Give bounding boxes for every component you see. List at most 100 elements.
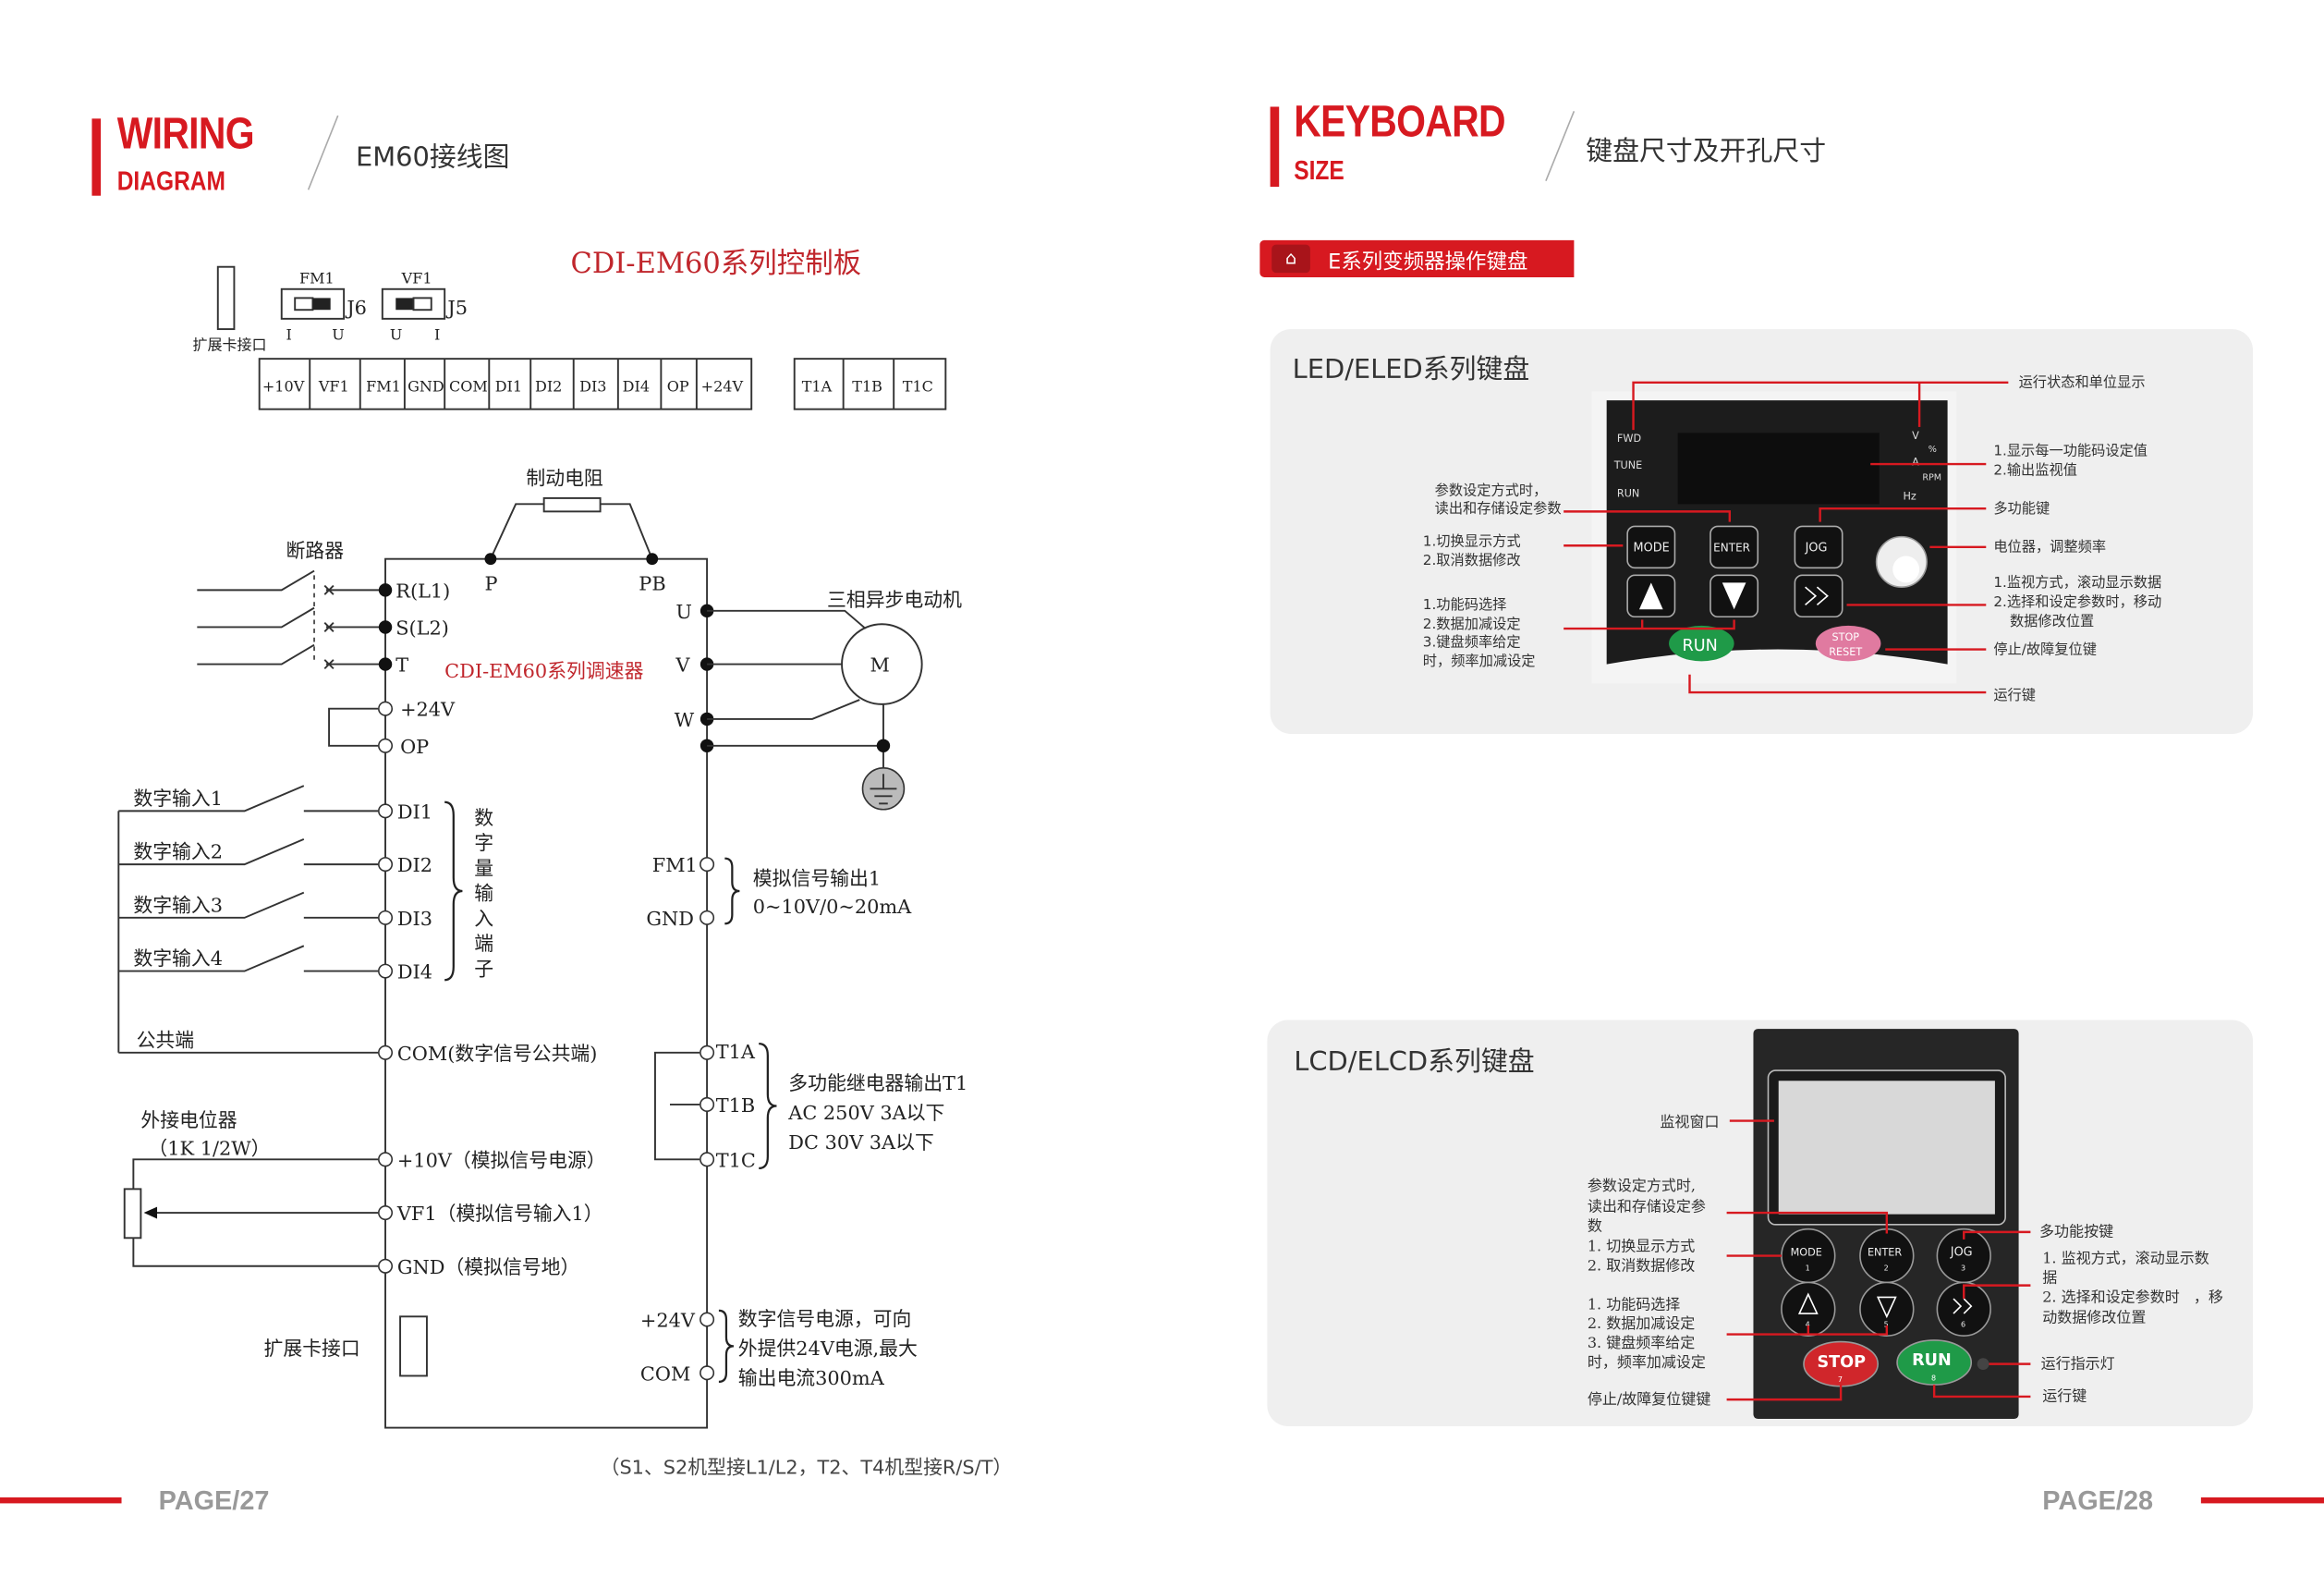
stop-key[interactable]: STOP 7 (1803, 1340, 1880, 1387)
led-display (1677, 433, 1880, 505)
svg-text:8[interactable]: 8 (1931, 1374, 1936, 1382)
svg-text:STOP[interactable]: STOP (1831, 631, 1859, 643)
jog-key[interactable]: JOG (1794, 525, 1843, 569)
svg-text:M: M (870, 654, 890, 677)
terminal: T1A (802, 377, 833, 395)
motor: 三相异步电动机 M U V W (675, 589, 962, 811)
jog-key[interactable]: JOG 3 (1936, 1228, 1991, 1284)
run-key[interactable]: RUN (1669, 625, 1734, 662)
down-key[interactable] (1710, 574, 1759, 618)
annotation: 停止/故障复位键键 (1588, 1390, 1711, 1408)
expansion-label: 扩展卡接口 (193, 336, 267, 354)
svg-text:GND（模拟信号地）: GND（模拟信号地） (397, 1256, 580, 1278)
potentiometer-knob[interactable] (1875, 535, 1928, 588)
svg-text:数字输入2: 数字输入2 (133, 841, 223, 863)
double-chevron-icon[interactable] (1805, 586, 1829, 606)
svg-text:I: I (434, 325, 440, 343)
annotation: 多功能按键 (2039, 1223, 2113, 1240)
svg-text:RUN[interactable]: RUN (1682, 637, 1717, 655)
svg-text:FM1: FM1 (652, 854, 698, 876)
svg-text:数字输入1: 数字输入1 (133, 788, 223, 810)
annotation: 2.数据加减设定 (1423, 616, 1521, 632)
down-arrow-icon[interactable] (1722, 582, 1746, 610)
footer-accent-line (0, 1496, 122, 1504)
down-arrow-icon[interactable] (1876, 1296, 1897, 1319)
svg-text:PB: PB (639, 572, 665, 594)
svg-text:V: V (1912, 430, 1919, 442)
potentiometer: 外接电位器 （1K 1/2W） +10V（模拟信号电源） VF1（模拟信号输入1… (123, 1109, 606, 1278)
svg-text:数字输入3: 数字输入3 (133, 894, 223, 916)
enter-key[interactable]: ENTER 2 (1859, 1228, 1915, 1284)
up-arrow-icon[interactable] (1797, 1292, 1819, 1314)
terminal-strip: +10V VF1 FM1 GND COM DI1 DI2 DI3 DI4 OP … (258, 358, 947, 410)
svg-text:J5: J5 (445, 297, 468, 319)
svg-text:2[interactable]: 2 (1884, 1264, 1889, 1273)
stop-reset-key[interactable]: STOP RESET (1815, 625, 1881, 662)
svg-text:RPM: RPM (1922, 473, 1941, 483)
annotation: 停止/故障复位键 (1993, 641, 2097, 657)
svg-text:STOP[interactable]: STOP (1817, 1353, 1866, 1372)
drive-label: CDI-EM60系列调速器 (444, 660, 643, 682)
page-subtitle: 键盘尺寸及开孔尺寸 (1586, 136, 1827, 168)
brace-icon (724, 857, 740, 925)
svg-text:T1B: T1B (716, 1094, 755, 1117)
svg-text:3[interactable]: 3 (1961, 1264, 1965, 1273)
annotation: 1. 功能码选择 (1588, 1295, 1680, 1313)
svg-text:MODE[interactable]: MODE (1634, 542, 1670, 556)
annotation: 1.切换显示方式 (1423, 532, 1521, 549)
shift-key[interactable]: 6 (1936, 1281, 1991, 1337)
footnote: （S1、S2机型接L1/L2，T2、T4机型接R/S/T） (600, 1457, 1013, 1480)
shift-key[interactable] (1794, 574, 1843, 618)
annotation: 动数据修改位置 (2042, 1309, 2146, 1326)
expansion-slot (216, 265, 236, 331)
svg-text:5[interactable]: 5 (1884, 1321, 1889, 1329)
svg-text:入: 入 (474, 908, 493, 930)
svg-text:ENTER[interactable]: ENTER (1868, 1247, 1902, 1259)
svg-text:JOG[interactable]: JOG (1805, 542, 1828, 556)
svg-text:4[interactable]: 4 (1806, 1321, 1810, 1329)
svg-text:7[interactable]: 7 (1838, 1375, 1843, 1384)
annotation: 1. 监视方式，滚动显示数 (2042, 1250, 2209, 1267)
digital-inputs: 数字输入1 数字输入2 数字输入3 数字输入4 DI1 DI2 DI3 DI4 … (117, 785, 597, 1065)
annotation: 读出和存储设定参数 (1435, 500, 1562, 517)
up-arrow-icon[interactable] (1638, 582, 1663, 610)
run-key[interactable]: RUN 8 (1896, 1339, 1973, 1386)
op-jumper: +24V OP (328, 699, 456, 758)
lcd-screen (1778, 1081, 1995, 1215)
enter-key[interactable]: ENTER (1710, 525, 1759, 569)
double-chevron-icon[interactable] (1953, 1298, 1973, 1314)
svg-text:数字信号电源，可向: 数字信号电源，可向 (738, 1308, 912, 1330)
svg-text:6[interactable]: 6 (1961, 1321, 1965, 1329)
terminal: DI2 (535, 377, 562, 395)
svg-text:RUN[interactable]: RUN (1912, 1351, 1952, 1370)
terminal: T1B (852, 377, 882, 395)
mode-key[interactable]: MODE (1626, 525, 1676, 569)
svg-text:MODE[interactable]: MODE (1791, 1247, 1822, 1259)
svg-text:A: A (1912, 457, 1919, 469)
annotation: 2.取消数据修改 (1423, 552, 1521, 568)
svg-text:JOG[interactable]: JOG (1950, 1246, 1973, 1260)
svg-text:Hz: Hz (1903, 491, 1916, 503)
terminal: OP (667, 377, 689, 395)
up-key[interactable]: 4 (1781, 1281, 1836, 1337)
annotation: 2.选择和设定参数时，移动 (1993, 593, 2161, 610)
input-terminal: S(L2) (395, 617, 449, 639)
annotation: 2. 选择和设定参数时 (2042, 1288, 2180, 1305)
wiring-diagram: CDI-EM60系列控制板 扩展卡接口 FM1 J6 I U VF1 J5 U … (117, 248, 967, 1429)
svg-text:OP: OP (400, 736, 429, 758)
svg-text:多功能继电器输出T1: 多功能继电器输出T1 (788, 1072, 967, 1094)
svg-text:1[interactable]: 1 (1806, 1264, 1810, 1273)
svg-text:ENTER[interactable]: ENTER (1713, 542, 1750, 555)
mode-key[interactable]: MODE 1 (1781, 1228, 1836, 1284)
terminal: DI3 (579, 377, 606, 395)
up-key[interactable] (1626, 574, 1676, 618)
page-number: PAGE/28 (2042, 1485, 2154, 1516)
brace-icon (759, 1043, 777, 1170)
down-key[interactable]: 5 (1859, 1281, 1915, 1337)
svg-text:RESET[interactable]: RESET (1829, 646, 1862, 658)
section-tag-label: E系列变频器操作键盘 (1328, 250, 1528, 275)
svg-text:输出电流300mA: 输出电流300mA (738, 1367, 885, 1389)
annotation: 参数设定方式时， (1435, 483, 1548, 499)
svg-text:U: U (675, 601, 692, 623)
